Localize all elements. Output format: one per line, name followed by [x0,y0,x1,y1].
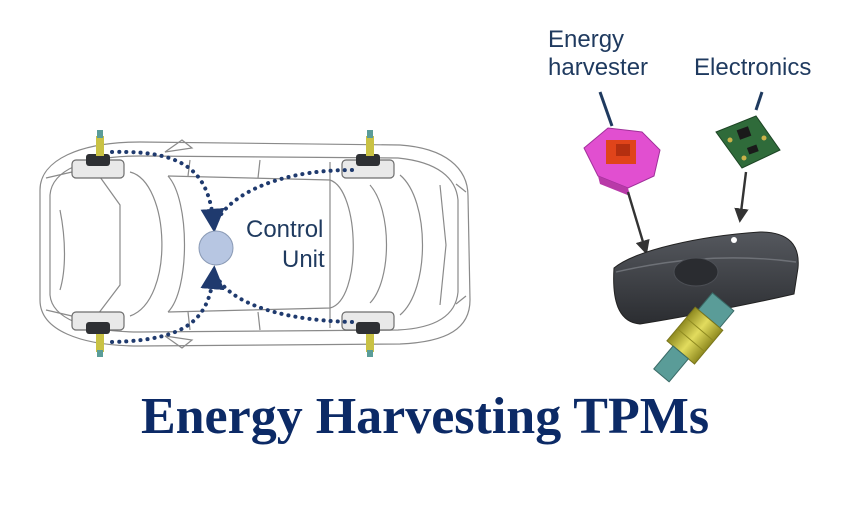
energy-harvester-label-line-1: Energy [548,26,625,53]
signal-paths [110,149,354,344]
control-unit [198,230,234,266]
tpms-valve-stem [653,292,735,383]
page-title: Energy Harvesting TPMs [140,388,710,445]
signal-path-rear-right [212,268,354,324]
harvester-label-pointer [598,91,614,127]
tpms-sensor-body [613,231,799,325]
signal-path-front-right [212,168,354,230]
signal-path-front-left [110,149,225,233]
electronics-label: Electronics [694,54,812,81]
wheel-sensor-front-right [356,130,380,166]
electronics-label-pointer [754,91,764,111]
electronics-arrow [734,171,749,223]
wheel-sensor-rear-right [356,322,380,357]
signal-path-rear-left [110,265,225,344]
energy-harvester-module [583,127,661,196]
wheel-sensor-front-left [86,130,110,166]
harvester-arrow [626,191,650,255]
control-unit-label-line-2: Unit [282,246,325,273]
wheel-sensor-rear-left [86,322,110,357]
electronics-pcb [715,115,781,169]
control-unit-label-line-1: Control [246,216,324,243]
wheel-wells [71,159,395,331]
energy-harvester-label-line-2: harvester [548,54,649,81]
